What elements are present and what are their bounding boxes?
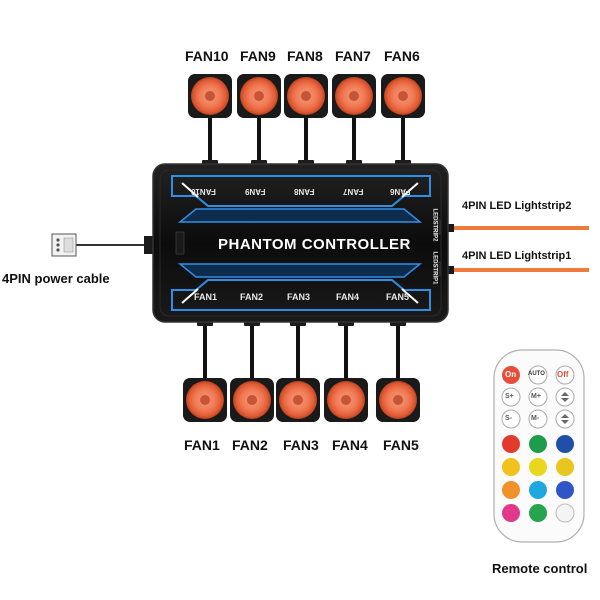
- top-fans: [188, 74, 425, 118]
- fan-icon: [230, 378, 274, 422]
- remote-auto-label: AUTO: [528, 371, 545, 377]
- fan-icon: [284, 74, 328, 118]
- fan-label: FAN2: [232, 437, 268, 453]
- remote-on-label: On: [505, 370, 517, 379]
- remote-control-label: Remote control: [492, 561, 588, 576]
- top-fan-wires: [208, 118, 405, 165]
- remote-mode-up-label: M+: [531, 393, 541, 400]
- remote-control: [493, 349, 585, 543]
- fan-icon: [381, 74, 425, 118]
- fan-label: FAN7: [335, 48, 371, 64]
- fan-label: FAN4: [332, 437, 368, 453]
- remote-speed-down-label: S-: [505, 415, 512, 422]
- fan-label: FAN10: [185, 48, 229, 64]
- lightstrip-cables: [444, 224, 589, 274]
- strip-port-label: LEDSTRIP1: [431, 251, 438, 285]
- controller-title: PHANTOM CONTROLLER: [218, 236, 411, 253]
- fan-icon: [376, 378, 420, 422]
- power-cable: [51, 233, 156, 257]
- power-cable-label: 4PIN power cable: [2, 271, 110, 286]
- fan-label: FAN6: [384, 48, 420, 64]
- port-label: FAN10: [191, 187, 216, 196]
- remote-mode-down-label: M-: [531, 415, 540, 422]
- fan-label: FAN1: [184, 437, 220, 453]
- fan-icon: [183, 378, 227, 422]
- port-label: FAN9: [245, 187, 266, 196]
- fan-label: FAN9: [240, 48, 276, 64]
- bottom-fan-wires: [203, 322, 400, 378]
- fan-icon: [188, 74, 232, 118]
- fan-icon: [332, 74, 376, 118]
- fan-label: FAN5: [383, 437, 419, 453]
- bottom-fans: [183, 378, 420, 422]
- remote-off-label: Off: [557, 370, 569, 379]
- fan-label: FAN8: [287, 48, 323, 64]
- strip-port-label: LEDSTRIP2: [431, 208, 438, 242]
- fan-label: FAN3: [283, 437, 319, 453]
- controller-body: [152, 163, 449, 323]
- port-label: FAN6: [390, 187, 411, 196]
- port-label: FAN2: [240, 292, 264, 302]
- lightstrip1-label: 4PIN LED Lightstrip1: [462, 250, 572, 262]
- port-label: FAN7: [343, 187, 364, 196]
- port-label: FAN5: [386, 292, 410, 302]
- port-label: FAN8: [294, 187, 315, 196]
- fan-icon: [324, 378, 368, 422]
- port-label: FAN4: [336, 292, 360, 302]
- remote-speed-up-label: S+: [505, 393, 514, 400]
- fan-icon: [237, 74, 281, 118]
- fan-icon: [276, 378, 320, 422]
- port-label: FAN3: [287, 292, 311, 302]
- port-label: FAN1: [194, 292, 218, 302]
- lightstrip2-label: 4PIN LED Lightstrip2: [462, 200, 572, 212]
